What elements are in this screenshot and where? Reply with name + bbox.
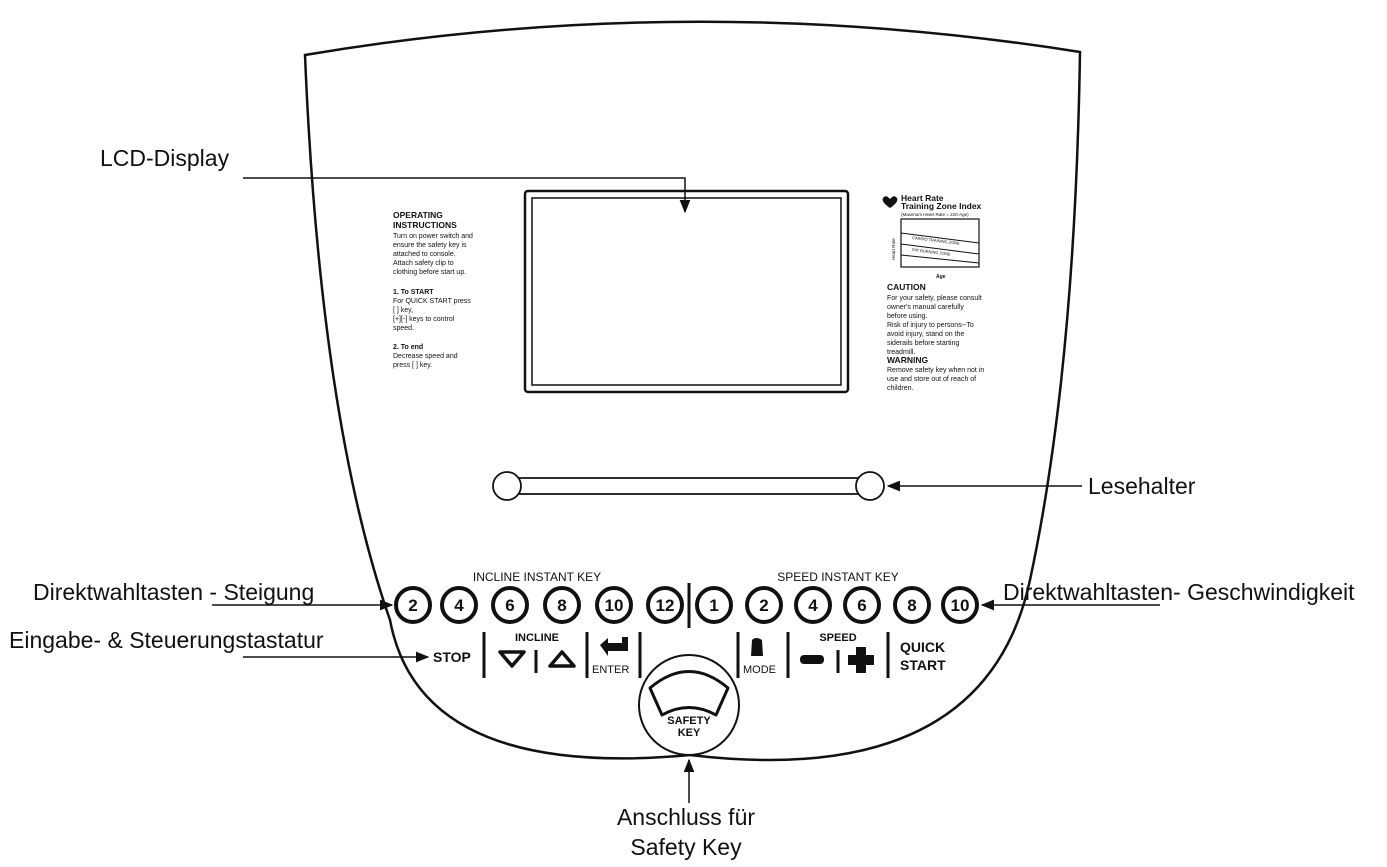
heart-rate-x-label: Age <box>936 274 946 280</box>
speed-instant-key-label: SPEED INSTANT KEY <box>777 570 899 584</box>
speed-key-label: 8 <box>907 596 916 615</box>
instructions-line: Turn on power switch and <box>393 233 473 240</box>
heart-rate-y-label: Heart Rate <box>891 238 896 260</box>
instructions-title-1: OPERATING <box>393 210 443 220</box>
safety-key-port[interactable]: SAFETY KEY <box>638 654 740 756</box>
enter-button-label: ENTER <box>592 664 629 676</box>
instructions-title-2: INSTRUCTIONS <box>393 220 457 230</box>
heart-rate-zone-chart: Heart Rate Training Zone Index (Maximum … <box>882 193 982 280</box>
caution-line: For your safety, please consult <box>887 295 982 302</box>
incline-key-label: 4 <box>454 596 464 615</box>
caution-line: avoid injury, stand on the <box>887 331 964 338</box>
incline-key-2[interactable]: 2 <box>394 586 432 624</box>
heart-rate-title-2: Training Zone Index <box>901 201 982 211</box>
incline-key-8[interactable]: 8 <box>543 586 581 624</box>
speed-key-label: 2 <box>759 596 768 615</box>
instructions-line: For QUICK START press <box>393 298 471 305</box>
speed-key-10[interactable]: 10 <box>941 586 979 624</box>
speed-plus-icon[interactable] <box>848 647 874 673</box>
incline-key-4[interactable]: 4 <box>440 586 478 624</box>
instructions-line: [+][-] keys to control <box>393 316 455 323</box>
mode-button-label: MODE <box>743 664 776 676</box>
incline-down-icon[interactable] <box>498 650 526 668</box>
incline-instant-keys: 2 4 6 8 10 12 <box>394 586 684 624</box>
speed-key-4[interactable]: 4 <box>794 586 832 624</box>
callout-safety-key-line-1: Anschluss für <box>617 804 755 830</box>
speed-label: SPEED <box>819 632 856 644</box>
instructions-line: speed. <box>393 325 414 332</box>
safety-key-label-2: KEY <box>678 727 701 739</box>
safety-key-label-1: SAFETY <box>667 715 711 727</box>
caution-line: before using. <box>887 313 928 320</box>
warning-line: use and store out of reach of <box>887 376 976 383</box>
heart-rate-subtitle: (Maximum Heart Rate = 220-Age) <box>901 212 969 217</box>
speed-key-2[interactable]: 2 <box>745 586 783 624</box>
callout-safety-key-line-2: Safety Key <box>630 834 742 860</box>
caution-line: owner's manual carefully <box>887 304 964 311</box>
speed-key-1[interactable]: 1 <box>695 586 733 624</box>
stop-button[interactable]: STOP <box>433 649 471 665</box>
incline-key-10[interactable]: 10 <box>595 586 633 624</box>
instructions-step2-title: 2. To end <box>393 344 423 351</box>
quick-label: QUICK <box>900 639 945 655</box>
incline-key-12[interactable]: 12 <box>646 586 684 624</box>
speed-instant-keys: 1 2 4 6 8 10 <box>695 586 979 624</box>
zone-label-upper: CARDIO TRAINING ZONE <box>912 235 961 246</box>
instructions-line: Decrease speed and <box>393 353 458 360</box>
reading-holder <box>492 471 885 501</box>
speed-key-label: 6 <box>857 596 866 615</box>
callout-control-keypad: Eingabe- & Steuerungstastatur <box>9 627 324 653</box>
callout-incline-keys: Direktwahltasten - Steigung <box>33 579 314 605</box>
instructions-line: press [ ] key. <box>393 362 432 369</box>
heart-rate-title-1: Heart Rate <box>901 193 944 203</box>
incline-up-icon[interactable] <box>548 650 576 668</box>
speed-key-label: 4 <box>808 596 818 615</box>
instructions-line: ensure the safety key is <box>393 242 467 249</box>
caution-title: CAUTION <box>887 282 926 292</box>
incline-key-6[interactable]: 6 <box>491 586 529 624</box>
control-keypad: STOP INCLINE ENTER MODE SPEED QUICK STAR… <box>433 632 946 678</box>
heart-icon <box>882 196 898 208</box>
callout-reading-holder: Lesehalter <box>1088 473 1196 499</box>
quick-start-button[interactable]: QUICK START <box>900 639 946 673</box>
caution-line: Risk of injury to persons--To <box>887 322 974 329</box>
incline-label: INCLINE <box>515 632 559 644</box>
warning-title: WARNING <box>887 355 928 365</box>
incline-key-label: 10 <box>605 596 624 615</box>
enter-icon[interactable] <box>600 637 628 656</box>
speed-key-8[interactable]: 8 <box>893 586 931 624</box>
caution-line: treadmill. <box>887 349 915 356</box>
instructions-line: [ ] key, <box>393 307 413 314</box>
incline-key-label: 2 <box>408 596 417 615</box>
instructions-step1-title: 1. To START <box>393 289 434 296</box>
speed-minus-icon[interactable] <box>800 655 824 664</box>
incline-key-label: 6 <box>505 596 514 615</box>
incline-key-label: 12 <box>656 596 675 615</box>
lcd-display <box>523 189 850 394</box>
zone-label-lower: FAT BURNING ZONE <box>912 247 951 257</box>
callout-lcd-display: LCD-Display <box>100 145 230 171</box>
caution-line: siderails before starting <box>887 340 959 347</box>
operating-instructions: OPERATING INSTRUCTIONS Turn on power swi… <box>393 210 473 369</box>
mode-icon[interactable] <box>751 638 763 656</box>
start-label: START <box>900 657 946 673</box>
speed-key-label: 1 <box>709 596 718 615</box>
instructions-line: Attach safety clip to <box>393 260 454 267</box>
warning-line: Remove safety key when not in <box>887 367 984 374</box>
instructions-line: attached to console. <box>393 251 456 258</box>
callout-line-lcd <box>243 177 691 214</box>
speed-key-6[interactable]: 6 <box>843 586 881 624</box>
speed-key-label: 10 <box>951 596 970 615</box>
caution-text: CAUTION For your safety, please consult … <box>887 282 984 392</box>
instructions-line: clothing before start up. <box>393 269 466 276</box>
incline-instant-key-label: INCLINE INSTANT KEY <box>473 570 601 584</box>
callout-speed-keys: Direktwahltasten- Geschwindigkeit <box>1003 579 1355 605</box>
incline-key-label: 8 <box>557 596 566 615</box>
warning-line: children. <box>887 385 914 392</box>
